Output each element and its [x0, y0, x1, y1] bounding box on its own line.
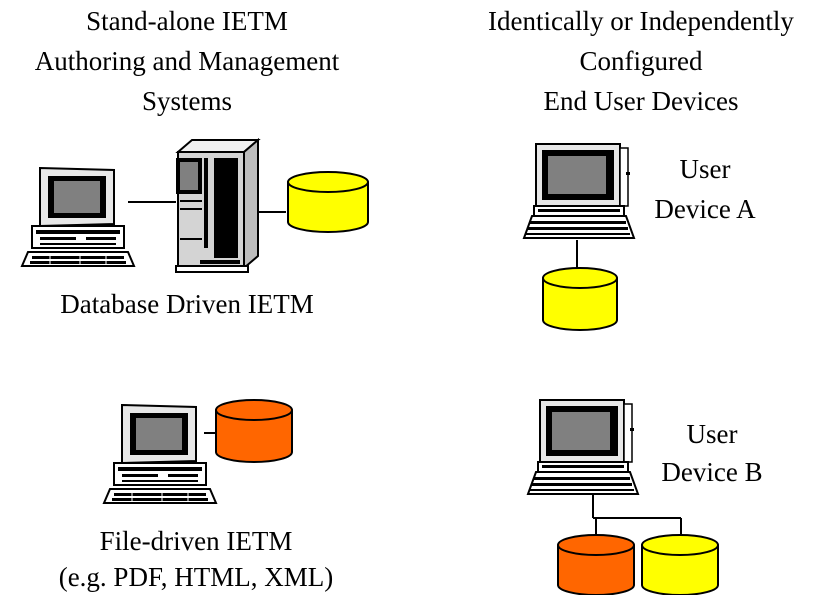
user-device-b-group — [527, 399, 719, 596]
desktop-computer-icon — [103, 404, 217, 504]
database-cylinder-icon — [287, 171, 369, 233]
laptop-computer-icon — [523, 143, 635, 239]
device-a-label-line2: Device A — [654, 194, 756, 224]
server-tower-icon — [175, 139, 259, 273]
database-cylinder-icon — [542, 267, 618, 331]
left-heading-line2: Authoring and Management — [35, 46, 340, 76]
database-driven-ietm-group — [21, 139, 369, 273]
laptop-computer-icon — [527, 399, 639, 495]
user-device-a-group — [523, 143, 635, 331]
right-heading-line3: End User Devices — [544, 86, 739, 116]
right-heading-line2: Configured — [580, 46, 703, 76]
left-heading-line1: Stand-alone IETM — [86, 6, 288, 36]
database-cylinder-icon — [641, 534, 719, 596]
file-driven-caption-line2: (e.g. PDF, HTML, XML) — [59, 562, 334, 592]
file-driven-caption-line1: File-driven IETM — [100, 526, 293, 556]
left-heading-line3: Systems — [142, 86, 232, 116]
desktop-computer-icon — [21, 167, 135, 267]
device-b-label-line2: Device B — [661, 457, 762, 487]
database-driven-caption: Database Driven IETM — [60, 289, 313, 319]
database-cylinder-icon — [557, 534, 635, 596]
device-b-label-line1: User — [687, 419, 738, 449]
file-driven-ietm-group — [103, 399, 293, 504]
device-a-label-line1: User — [680, 154, 731, 184]
right-heading-line1: Identically or Independently — [488, 6, 794, 36]
database-cylinder-icon — [215, 399, 293, 463]
